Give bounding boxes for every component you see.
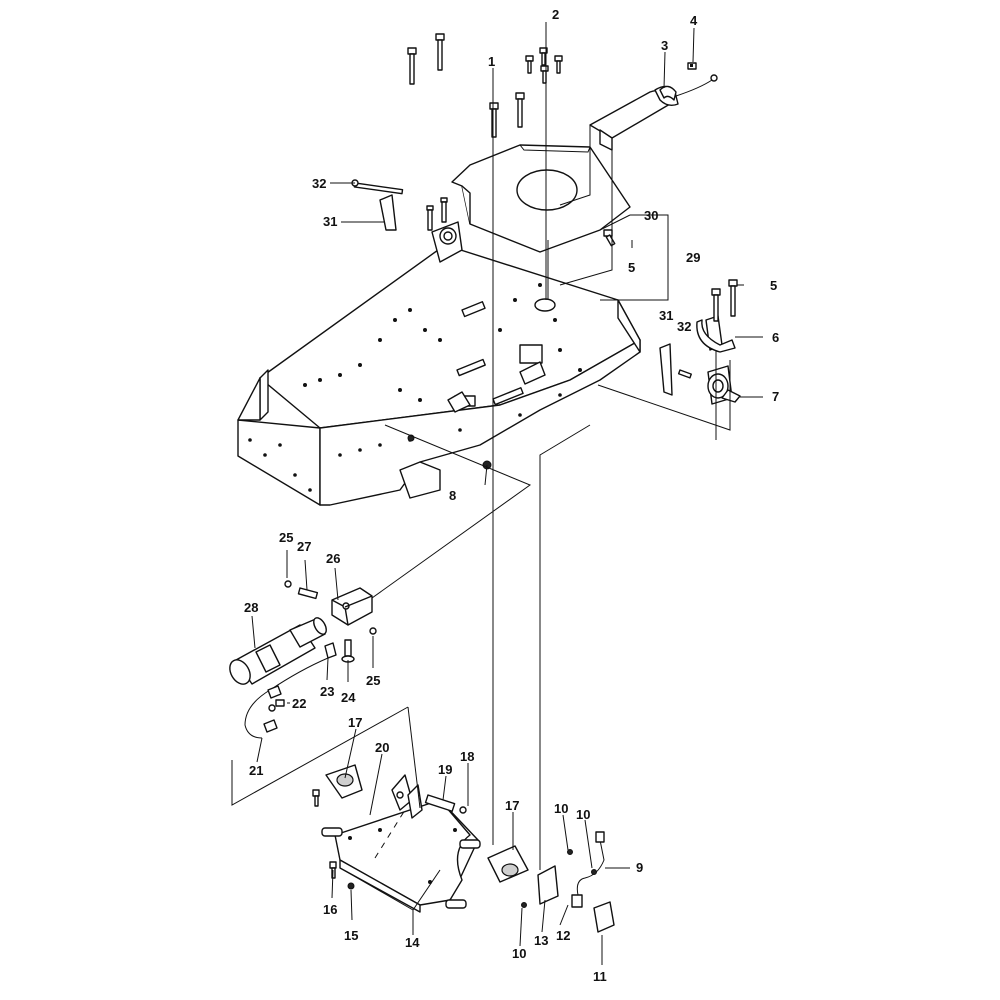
- bolt-icon: [407, 47, 417, 85]
- nut-icon: [591, 869, 597, 875]
- leader-lines: [231, 22, 763, 965]
- callout-2: 2: [552, 7, 559, 22]
- hydraulic-hose: [244, 657, 329, 739]
- callout-19: 19: [438, 762, 452, 777]
- top-bolts: [407, 33, 563, 138]
- nut-icon: [567, 849, 573, 855]
- callout-30: 30: [644, 208, 658, 223]
- exhaust-tube: [589, 74, 718, 151]
- callout-9: 9: [636, 860, 643, 875]
- callout-4: 4: [690, 13, 698, 28]
- clamp-icon: [659, 85, 677, 101]
- callout-12: 12: [556, 928, 570, 943]
- bolt-icon: [435, 33, 445, 71]
- callout-10a: 10: [554, 801, 568, 816]
- callout-1: 1: [488, 54, 495, 69]
- pin-icon: [297, 587, 319, 600]
- callout-28: 28: [244, 600, 258, 615]
- bolt-icon: [539, 47, 548, 66]
- wire-harness: [576, 831, 605, 896]
- callout-10b: 10: [576, 807, 590, 822]
- callout-14: 14: [405, 935, 420, 950]
- left-pivot-bracket: [426, 197, 463, 263]
- bolt-icon: [728, 279, 738, 317]
- callout-17b: 17: [505, 798, 519, 813]
- callout-20: 20: [375, 740, 389, 755]
- right-lower-bracket: [707, 365, 741, 405]
- cylinder-body: [229, 617, 327, 685]
- seat-mount-plate: [321, 799, 481, 913]
- main-frame: [237, 244, 641, 506]
- callout-32a: 32: [312, 176, 326, 191]
- clip-icon: [369, 627, 377, 635]
- callout-17a: 17: [348, 715, 362, 730]
- cover-plate: [451, 144, 631, 253]
- bolt-icon: [525, 55, 534, 74]
- callout-3: 3: [661, 38, 668, 53]
- bolt-icon: [489, 102, 499, 138]
- callout-29: 29: [686, 250, 700, 265]
- bolt-icon: [603, 229, 616, 247]
- callout-31a: 31: [323, 214, 337, 229]
- bolt-icon: [711, 288, 721, 322]
- switch-bracket: [537, 865, 559, 905]
- pin-icon: [424, 794, 456, 812]
- callout-25b: 25: [366, 673, 380, 688]
- callout-6: 6: [772, 330, 779, 345]
- callout-7: 7: [772, 389, 779, 404]
- callout-5a: 5: [628, 260, 635, 275]
- nut-icon: [521, 902, 527, 908]
- nut-icon: [347, 882, 355, 890]
- callout-21: 21: [249, 763, 263, 778]
- bolt-icon: [329, 861, 337, 879]
- switch-plunger: [571, 894, 583, 908]
- callouts: 1 2 3 4 5 5 6 7 8 9 10 10 10 11 12 13 14…: [244, 7, 779, 984]
- callout-18: 18: [460, 749, 474, 764]
- callout-27: 27: [297, 539, 311, 554]
- callout-15: 15: [344, 928, 358, 943]
- callout-13: 13: [534, 933, 548, 948]
- callout-16: 16: [323, 902, 337, 917]
- callout-32b: 32: [677, 319, 691, 334]
- callout-5b: 5: [770, 278, 777, 293]
- bolt-icon: [341, 639, 355, 663]
- right-upper-bracket: [696, 315, 736, 353]
- fitting-icon: [324, 642, 337, 659]
- bolt-icon: [540, 65, 549, 84]
- nut-icon: [275, 699, 285, 707]
- clevis-block: [331, 587, 373, 626]
- switch-body: [593, 901, 615, 933]
- callout-22: 22: [292, 696, 306, 711]
- callout-24: 24: [341, 690, 356, 705]
- bolt-icon: [312, 789, 320, 807]
- callout-31b: 31: [659, 308, 673, 323]
- callout-25a: 25: [279, 530, 293, 545]
- clip-icon: [284, 580, 292, 588]
- pivot-lug: [391, 774, 423, 819]
- bolt-icon: [554, 55, 563, 74]
- callout-10c: 10: [512, 946, 526, 961]
- pin-with-lever: [351, 179, 404, 231]
- bolt-icon: [515, 92, 525, 128]
- bearing-mount-right: [487, 845, 529, 883]
- callout-23: 23: [320, 684, 334, 699]
- frame-holes: [248, 283, 582, 492]
- callout-26: 26: [326, 551, 340, 566]
- callout-11: 11: [593, 969, 607, 984]
- clip-icon: [459, 806, 467, 814]
- nut-icon: [687, 62, 697, 70]
- callout-8: 8: [449, 488, 456, 503]
- pivot-bracket-left: [325, 764, 363, 799]
- right-pin: [659, 343, 692, 396]
